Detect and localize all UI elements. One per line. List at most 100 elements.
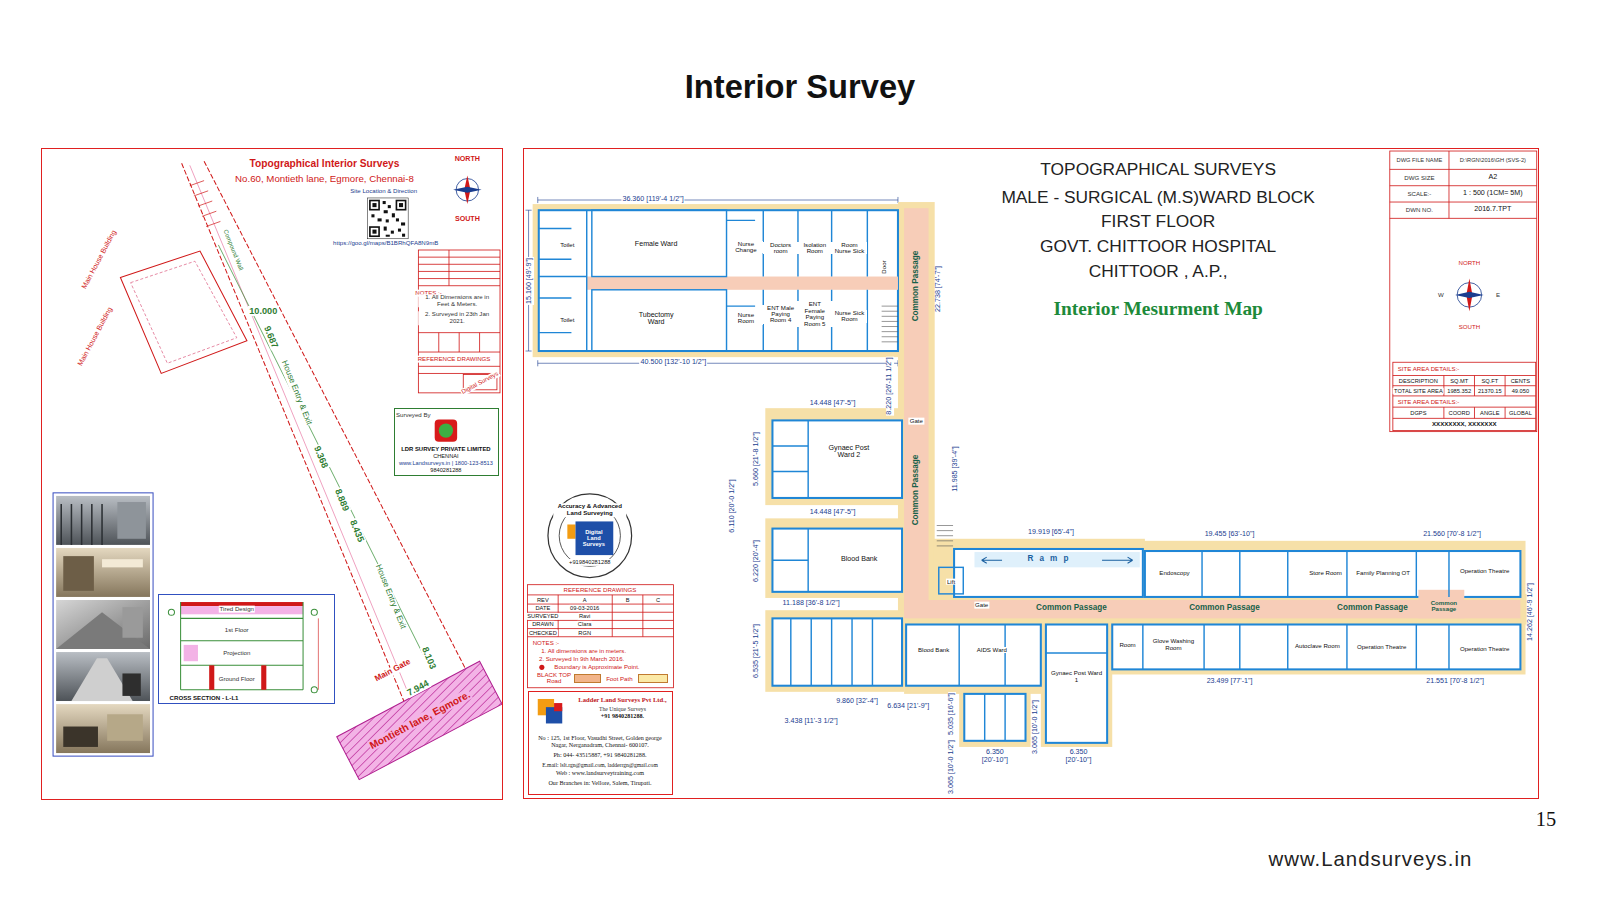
- node-text: MALE - SURGICAL (M.S)WARD BLOCK: [1001, 188, 1315, 208]
- node-text: CHENNAI: [433, 453, 458, 459]
- corridor-band: Common Passage: [904, 224, 928, 346]
- plot-annotation: 1. All Dimensions are in Feet & Meters.: [418, 294, 496, 307]
- node-text: CHITTOOR , A.P.,: [1089, 262, 1228, 282]
- plot-annotation: 1st Floor: [224, 626, 250, 633]
- plot-annotation: Ground Floor: [218, 675, 256, 682]
- dimension-label: 5.660 [21'-8 1/2"]: [753, 431, 761, 487]
- node-text: TOPOGRAPHICAL SURVEYS: [1040, 160, 1276, 180]
- dimension-label: 6.220 [20'-4"]: [753, 539, 761, 583]
- title-block-cell: SQ.MT: [1449, 377, 1469, 383]
- title-block-cell: ANGLE: [1479, 410, 1500, 416]
- node-text: No : 125, 1st Floor, Vasudhi Street, Gol…: [531, 735, 669, 749]
- title-block-cell: DESCRIPTION: [1398, 377, 1439, 383]
- node-text: Ph: 044- 43515887, +91 9840281288.: [553, 753, 646, 760]
- dimension-label: 5.035 [16'-6"]: [948, 692, 956, 736]
- node-text: Our Branches in: Vellore, Salem, Tirupat…: [548, 780, 651, 787]
- title-block-cell: GLOBAL: [1508, 410, 1533, 416]
- room-box: Operation Theatre: [1453, 639, 1516, 659]
- title-block-cell: SOUTH: [1458, 323, 1481, 330]
- reference-table-cell: RGN: [577, 630, 592, 636]
- node-text: CROSS SECTION - L-L1: [170, 694, 239, 701]
- corridor-label: Ramp: [1026, 555, 1075, 564]
- room-box: ENT Female Paying Room 5: [797, 298, 833, 331]
- node-text: LDR SURVEY PRIVATE LIMITED: [401, 446, 490, 453]
- reference-table-cell: DRAWN: [531, 621, 554, 627]
- node-text: Surveyed By: [396, 412, 431, 419]
- room-label: Family Planning OT: [1355, 570, 1411, 576]
- corridor-label: Common Passage: [1035, 604, 1108, 613]
- dimension-label: 36.360 [119'-4 1/2"]: [621, 196, 684, 204]
- room-box: Store Room: [1307, 563, 1344, 583]
- room-box: Room Nurse Sick: [832, 235, 868, 262]
- title-block-cell: 1 : 500 (1CM= 5M): [1462, 190, 1524, 198]
- room-label: Tubectomy Ward: [629, 312, 684, 327]
- reference-table-cell: Clara: [577, 621, 593, 627]
- reference-table-cell: 2. Surveyed In 9th March 2016.: [538, 656, 625, 663]
- dimension-label: 6.634 [21'-9"]: [886, 703, 930, 711]
- title-block-cell: 2016.7.TPT: [1473, 206, 1512, 214]
- room-label: Nurse Sick Room: [832, 310, 868, 323]
- reference-table-cell: REV: [536, 597, 550, 603]
- reference-table-cell: 09-03-2016: [569, 605, 600, 611]
- legend-text: BLACK TOP Road: [536, 672, 573, 685]
- title-block-cell: CENTS: [1510, 377, 1531, 383]
- dimension-label: 3.438 [11'-3 1/2"]: [784, 719, 839, 727]
- dimension-label: 14.448 [47'-5"]: [809, 400, 857, 408]
- title-block-cell: DGPS: [1409, 410, 1427, 416]
- surveyor-box: Surveyed By LDR SURVEY PRIVATE LIMITEDCHE…: [394, 408, 499, 475]
- room-box: Blood Bank: [911, 643, 956, 657]
- plot-annotation: 10.000: [248, 306, 278, 316]
- reference-table-cell: REFERENCE DRAWINGS: [563, 586, 638, 593]
- room-box: Autoclave Room: [1292, 635, 1343, 657]
- room-box: Nurse Room: [729, 308, 764, 328]
- title-block-cell: D:\RGN\2016\GH (SVS-2): [1459, 157, 1527, 163]
- room-label: Operation Theatre: [1459, 646, 1510, 652]
- plot-annotation: SOUTH: [454, 216, 481, 224]
- dimension-label: 9.860 [32'-4"]: [835, 698, 879, 706]
- room-box: Blood Bank: [835, 553, 884, 567]
- dimension-label: 21.551 [70'-8 1/2"]: [1425, 678, 1485, 686]
- room-label: Blood Bank: [840, 556, 878, 563]
- node-text: FIRST FLOOR: [1101, 212, 1215, 232]
- room-label: Endoscopy: [1158, 570, 1190, 576]
- company-box: Ladder Land Surveys Pvt Ltd.,The Unique …: [528, 691, 674, 795]
- room-label: Nurse Room: [729, 312, 764, 325]
- reference-table-cell: SURVEYED: [526, 613, 559, 619]
- room-label: Doctors room: [763, 242, 798, 255]
- node-text: Interior Mesurment Map: [1053, 298, 1263, 320]
- stamp-text: +919840281288: [568, 559, 611, 565]
- title-block-cell: W: [1437, 292, 1445, 299]
- title-block-cell: DWG FILE NAME: [1396, 157, 1444, 163]
- reference-table-cell: DATE: [534, 605, 551, 611]
- room-box: Gynaec Post Ward 1: [1049, 663, 1104, 690]
- reference-table-cell: 1. All dimensions are in meters.: [540, 648, 627, 655]
- plot-annotation: 2. Surveyed in 23th Jan 2021.: [418, 312, 496, 325]
- room-label: Operation Theatre: [1356, 644, 1407, 650]
- dimension-label: 15.160 [49'-9"]: [526, 257, 534, 305]
- title-block-cell: SITE AREA DETAILS:-: [1397, 366, 1461, 373]
- dimension-label: 19.919 [65'-4"]: [1027, 529, 1075, 537]
- website-url: www.Landsurveys.in: [1267, 848, 1473, 870]
- title-block-cell: COORD: [1448, 410, 1471, 416]
- room-label: Autoclave Room: [1294, 643, 1341, 649]
- plot-annotation: https://goo.gl/maps/B1BRhQFA8N9mB: [332, 239, 439, 246]
- room-box: Tubectomy Ward: [629, 306, 684, 333]
- room-box: Female Ward: [622, 237, 689, 253]
- room-annotation: Gate: [909, 418, 924, 425]
- corridor-label: Common Passage: [1422, 600, 1465, 613]
- room-box: Glove Washing Room: [1145, 633, 1202, 657]
- room-box: Endoscopy: [1151, 567, 1198, 579]
- ramp-strip: Ramp: [1005, 553, 1097, 566]
- reference-table-cell: NOTES :-: [532, 639, 560, 646]
- reference-table-cell: Ravi: [578, 613, 591, 619]
- stamp-text: Accuracy & Advanced Land Surveying: [553, 503, 626, 516]
- title-block-cell: 1985.352: [1446, 388, 1472, 394]
- dimension-label: 23.499 [77'-1"]: [1206, 678, 1254, 686]
- room-label: ENT Female Paying Room 5: [797, 301, 833, 327]
- corridor-band: Common Passage: [1184, 601, 1266, 616]
- reference-table-cell: C: [655, 597, 661, 603]
- corridor-band: Common Passage: [1422, 594, 1465, 618]
- room-label: Gynaec Post Ward 2: [820, 445, 877, 460]
- corridor-band: Common Passage: [1332, 601, 1414, 616]
- room-annotation: Lift: [946, 578, 956, 585]
